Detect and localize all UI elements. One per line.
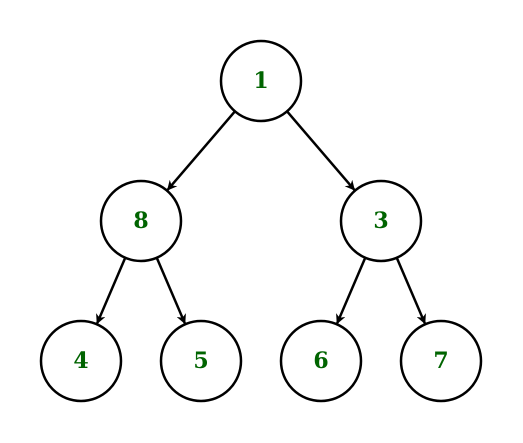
- node-label: 4: [73, 348, 88, 374]
- nodes-layer: 1 8 3 4 5 6 7: [39, 39, 483, 403]
- edge-arrow: [96, 257, 127, 325]
- node-label: 1: [253, 68, 268, 94]
- node-circle: [219, 39, 303, 123]
- node-circle: [339, 179, 423, 263]
- node-circle: [99, 179, 183, 263]
- edge-arrow: [336, 257, 367, 325]
- tree-node-6: 6: [279, 319, 363, 403]
- tree-node-4: 4: [39, 319, 123, 403]
- node-circle: [399, 319, 483, 403]
- node-circle: [279, 319, 363, 403]
- node-circle: [159, 319, 243, 403]
- tree-node-8: 8: [99, 179, 183, 263]
- tree-node-3: 3: [339, 179, 423, 263]
- node-label: 8: [133, 208, 148, 234]
- node-label: 5: [193, 348, 208, 374]
- node-label: 6: [313, 348, 328, 374]
- edge-arrow: [166, 110, 236, 191]
- edge-arrow: [286, 110, 356, 191]
- tree-node-5: 5: [159, 319, 243, 403]
- tree-node-1: 1: [219, 39, 303, 123]
- node-label: 3: [373, 208, 388, 234]
- edge-arrow: [155, 257, 186, 325]
- node-circle: [39, 319, 123, 403]
- node-label: 7: [433, 348, 448, 374]
- edge-arrow: [395, 257, 426, 325]
- tree-node-7: 7: [399, 319, 483, 403]
- edges-layer: [96, 110, 426, 325]
